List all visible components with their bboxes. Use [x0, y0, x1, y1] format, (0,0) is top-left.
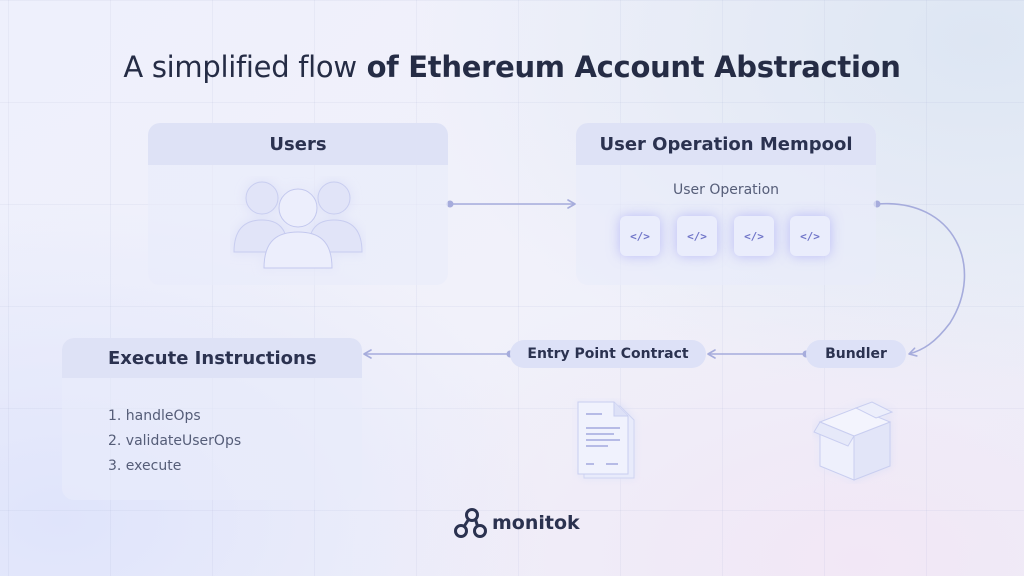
monitok-logo-icon: [454, 508, 487, 538]
brand-name: monitok: [492, 512, 580, 534]
mempool-heading: User Operation Mempool: [576, 123, 876, 165]
users-panel: Users: [148, 123, 448, 285]
mempool-panel: User Operation Mempool User Operation </…: [576, 123, 876, 285]
execute-instructions-panel: Execute Instructions 1. handleOps 2. val…: [62, 338, 362, 500]
brand: monitok: [453, 507, 580, 539]
title-bold: of Ethereum Account Abstraction: [366, 50, 901, 84]
code-icon: </>: [734, 216, 774, 256]
page-title: A simplified flow of Ethereum Account Ab…: [0, 50, 1024, 84]
code-icon: </>: [620, 216, 660, 256]
code-icon: </>: [677, 216, 717, 256]
users-group-icon: [233, 181, 363, 269]
users-heading: Users: [148, 123, 448, 165]
user-operation-caption: User Operation: [672, 182, 780, 198]
list-item: 1. handleOps: [108, 408, 201, 424]
execute-heading: Execute Instructions: [62, 338, 362, 378]
box-icon: [813, 401, 894, 481]
arrow-bundler-to-entry-point: [707, 349, 810, 359]
arrow-mempool-to-bundler: [873, 200, 966, 357]
document-icon: [577, 401, 635, 479]
list-item: 2. validateUserOps: [108, 433, 242, 449]
entry-point-contract-pill: Entry Point Contract: [510, 340, 706, 368]
bundler-pill: Bundler: [806, 340, 906, 368]
title-light: A simplified flow: [123, 50, 357, 84]
list-item: 3. execute: [108, 458, 182, 474]
arrow-users-to-mempool: [446, 199, 576, 209]
code-icon: </>: [790, 216, 830, 256]
execute-steps-list: 1. handleOps 2. validateUserOps 3. execu…: [108, 404, 241, 479]
arrow-entry-point-to-execute: [363, 349, 514, 359]
